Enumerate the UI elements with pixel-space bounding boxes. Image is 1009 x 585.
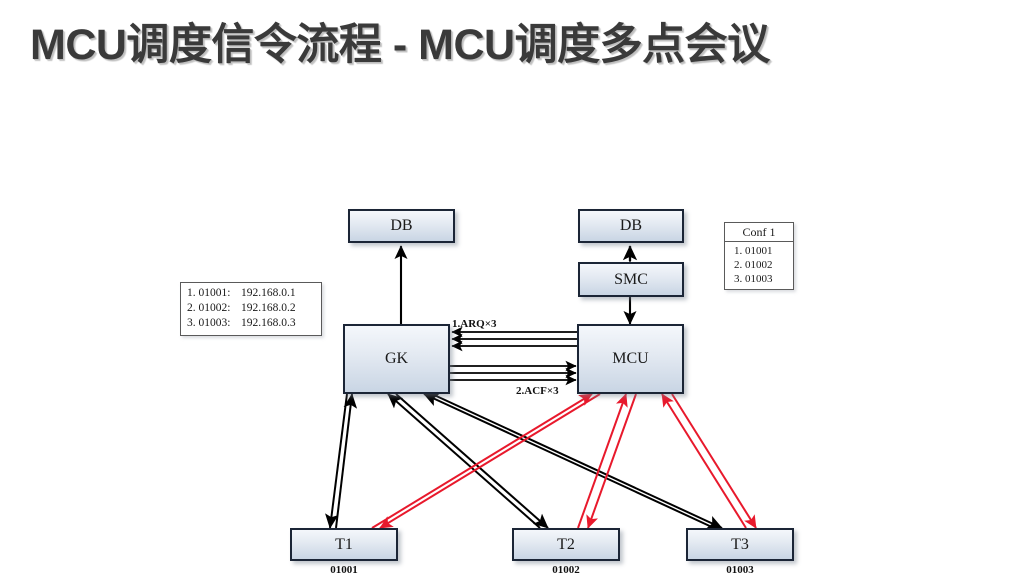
node-t1[interactable]: T1 [290, 528, 398, 561]
ip-row-index: 1. 01001: [187, 287, 231, 299]
page-title: MCU调度信令流程 - MCU调度多点会议 [30, 21, 770, 69]
ip-table-row: 3. 01003: 192.168.0.3 [181, 316, 321, 331]
node-mcu-label: MCU [612, 350, 649, 367]
node-gk[interactable]: GK [343, 324, 450, 394]
conference-member-label: 2. 01002 [734, 259, 773, 271]
edge-t3-mcu [661, 393, 757, 529]
conference-member-label: 1. 01001 [734, 245, 773, 257]
edge-t3-gk [423, 393, 723, 529]
edge-acf-bundle [450, 360, 577, 386]
ip-row-value: 192.168.0.3 [241, 317, 296, 329]
node-db-right[interactable]: DB [578, 209, 684, 243]
ip-row-index: 2. 01002: [187, 302, 231, 314]
edge-arq-bundle [451, 326, 578, 352]
node-t2-label: T2 [557, 535, 575, 553]
edge-t1-mcu [371, 393, 601, 529]
terminal-caption-t1: 01001 [330, 564, 358, 576]
node-db-left[interactable]: DB [348, 209, 455, 243]
ip-table-row: 2. 01002: 192.168.0.2 [181, 301, 321, 316]
edge-t2-gk [387, 393, 549, 529]
node-t2[interactable]: T2 [512, 528, 620, 561]
node-mcu[interactable]: MCU [577, 324, 684, 394]
edge-label-acf: 2.ACF×3 [516, 385, 559, 397]
terminal-caption-t3: 01003 [726, 564, 754, 576]
node-smc-label: SMC [614, 270, 648, 288]
conference-member-label: 3. 01003 [734, 273, 773, 285]
terminal-caption-t2: 01002 [552, 564, 580, 576]
conference-member: 1. 01001 [734, 244, 787, 258]
ip-mapping-table: 1. 01001: 192.168.0.1 2. 01002: 192.168.… [180, 282, 322, 336]
conference-roster-table: Conf 1 1. 01001 2. 01002 3. 01003 [724, 222, 794, 290]
edge-t1-gk [325, 393, 358, 529]
node-db-right-label: DB [619, 217, 643, 234]
conference-member-list: 1. 01001 2. 01002 3. 01003 [725, 242, 793, 289]
ip-row-value: 192.168.0.2 [241, 302, 296, 314]
conference-member: 3. 01003 [734, 272, 787, 286]
ip-row-index: 3. 01003: [187, 317, 231, 329]
node-smc[interactable]: SMC [578, 262, 684, 297]
ip-row-value: 192.168.0.1 [241, 287, 296, 299]
node-t1-label: T1 [335, 535, 353, 553]
edge-label-arq: 1.ARQ×3 [452, 318, 497, 330]
node-gk-label: GK [384, 350, 409, 367]
node-t3[interactable]: T3 [686, 528, 794, 561]
conference-member: 2. 01002 [734, 258, 787, 272]
node-t3-label: T3 [731, 535, 749, 553]
conference-title: Conf 1 [725, 223, 793, 242]
node-db-left-label: DB [390, 217, 413, 234]
ip-table-row: 1. 01001: 192.168.0.1 [181, 286, 321, 301]
edge-t2-mcu [577, 393, 637, 529]
